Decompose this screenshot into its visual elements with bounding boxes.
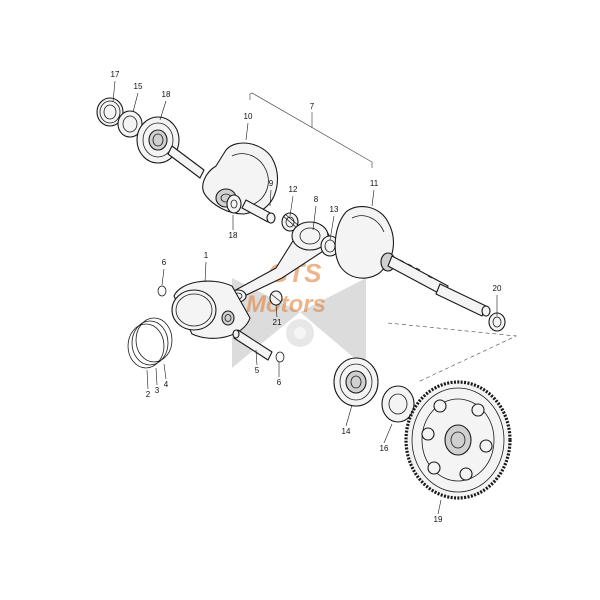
watermark-circle-inner xyxy=(294,327,306,339)
callout-label: 7 xyxy=(310,102,315,111)
bearing-18-left xyxy=(136,116,180,164)
leader-line xyxy=(269,189,272,207)
watermark-text-motors: Motors xyxy=(246,291,326,318)
assembly-bracket-7 xyxy=(249,92,373,168)
callout-6-11: 6 xyxy=(161,258,167,286)
callout-label: 6 xyxy=(162,258,167,267)
callout-label: 1 xyxy=(204,251,209,260)
callout-label: 3 xyxy=(155,386,160,395)
leader-line xyxy=(345,404,353,427)
leader-line xyxy=(255,349,258,366)
washer-18-small xyxy=(226,194,242,214)
callout-16-21: 16 xyxy=(380,423,393,453)
callout-12-6: 12 xyxy=(289,185,298,217)
watermark: GTS Motors xyxy=(232,258,366,368)
callout-label: 5 xyxy=(255,366,260,375)
callout-label: 2 xyxy=(146,390,151,399)
circlip-6-lower xyxy=(275,351,285,363)
oil-seal-17 xyxy=(96,97,124,127)
callout-20-14: 20 xyxy=(493,284,502,316)
connecting-rod-8 xyxy=(229,221,335,303)
leader-line xyxy=(312,205,317,231)
callout-label: 21 xyxy=(273,318,282,327)
callout-label: 18 xyxy=(162,90,171,99)
callout-label: 9 xyxy=(269,179,274,188)
callout-label: 10 xyxy=(244,112,253,121)
piston-pin-5 xyxy=(232,329,273,361)
crankshaft-left-half-10 xyxy=(167,142,278,215)
watermark-right-wedge xyxy=(300,278,366,368)
callout-label: 14 xyxy=(342,427,351,436)
callout-10-3: 10 xyxy=(244,112,253,141)
callout-8-8: 8 xyxy=(312,195,319,231)
callout-18-2: 18 xyxy=(159,90,171,121)
bearing-14 xyxy=(333,357,379,407)
callout-label: 8 xyxy=(314,195,319,204)
callout-3-16: 3 xyxy=(155,367,160,395)
callout-label: 17 xyxy=(111,70,120,79)
leader-line xyxy=(155,367,158,386)
callout-19-22: 19 xyxy=(434,499,443,524)
leader-line xyxy=(161,268,165,286)
callout-13-9: 13 xyxy=(329,205,339,241)
callout-label: 13 xyxy=(330,205,339,214)
callout-label: 15 xyxy=(134,82,143,91)
callout-label: 19 xyxy=(434,515,443,524)
callout-15-1: 15 xyxy=(132,82,143,113)
oil-seal-16 xyxy=(381,385,415,423)
leader-line xyxy=(245,122,249,141)
callout-14-20: 14 xyxy=(342,404,353,436)
needle-bearing-12 xyxy=(281,212,300,232)
gear-19 xyxy=(404,380,512,500)
leader-line xyxy=(112,80,116,103)
callout-7-4: 7 xyxy=(310,102,315,111)
leader-line xyxy=(163,363,167,380)
callout-label: 16 xyxy=(380,444,389,453)
callout-9-5: 9 xyxy=(269,179,274,207)
callout-18-10: 18 xyxy=(229,215,238,240)
callout-label: 6 xyxy=(277,378,282,387)
dashed-guide xyxy=(387,322,518,383)
small-end-bearing-21 xyxy=(269,290,283,306)
callout-label: 4 xyxy=(164,380,169,389)
leader-line xyxy=(383,423,393,444)
piston-1 xyxy=(171,280,251,339)
crankshaft-right-half-11 xyxy=(334,206,491,317)
callout-label: 18 xyxy=(229,231,238,240)
leader-line xyxy=(204,261,207,283)
leader-line xyxy=(275,304,278,318)
callout-label: 12 xyxy=(289,185,298,194)
callout-11-7: 11 xyxy=(370,179,379,207)
callout-6-19: 6 xyxy=(277,362,282,387)
ring-15 xyxy=(117,110,143,138)
leader-line xyxy=(329,215,335,241)
callout-1-12: 1 xyxy=(204,251,209,283)
callout-17-0: 17 xyxy=(111,70,120,103)
callout-2-15: 2 xyxy=(146,369,151,399)
piston-rings-2-3-4 xyxy=(127,317,173,369)
callout-21-13: 21 xyxy=(273,304,282,327)
leader-line xyxy=(159,100,167,121)
leader-line xyxy=(371,189,375,207)
callout-5-18: 5 xyxy=(255,349,260,375)
leader-line xyxy=(146,369,149,390)
callout-label: 20 xyxy=(493,284,502,293)
callout-label: 11 xyxy=(370,179,379,188)
leader-line xyxy=(132,92,139,113)
leader-line xyxy=(437,499,442,515)
callout-4-17: 4 xyxy=(163,363,169,389)
circlip-6-upper xyxy=(157,285,167,297)
leader-line xyxy=(289,195,294,217)
crank-pin-9 xyxy=(241,199,276,224)
